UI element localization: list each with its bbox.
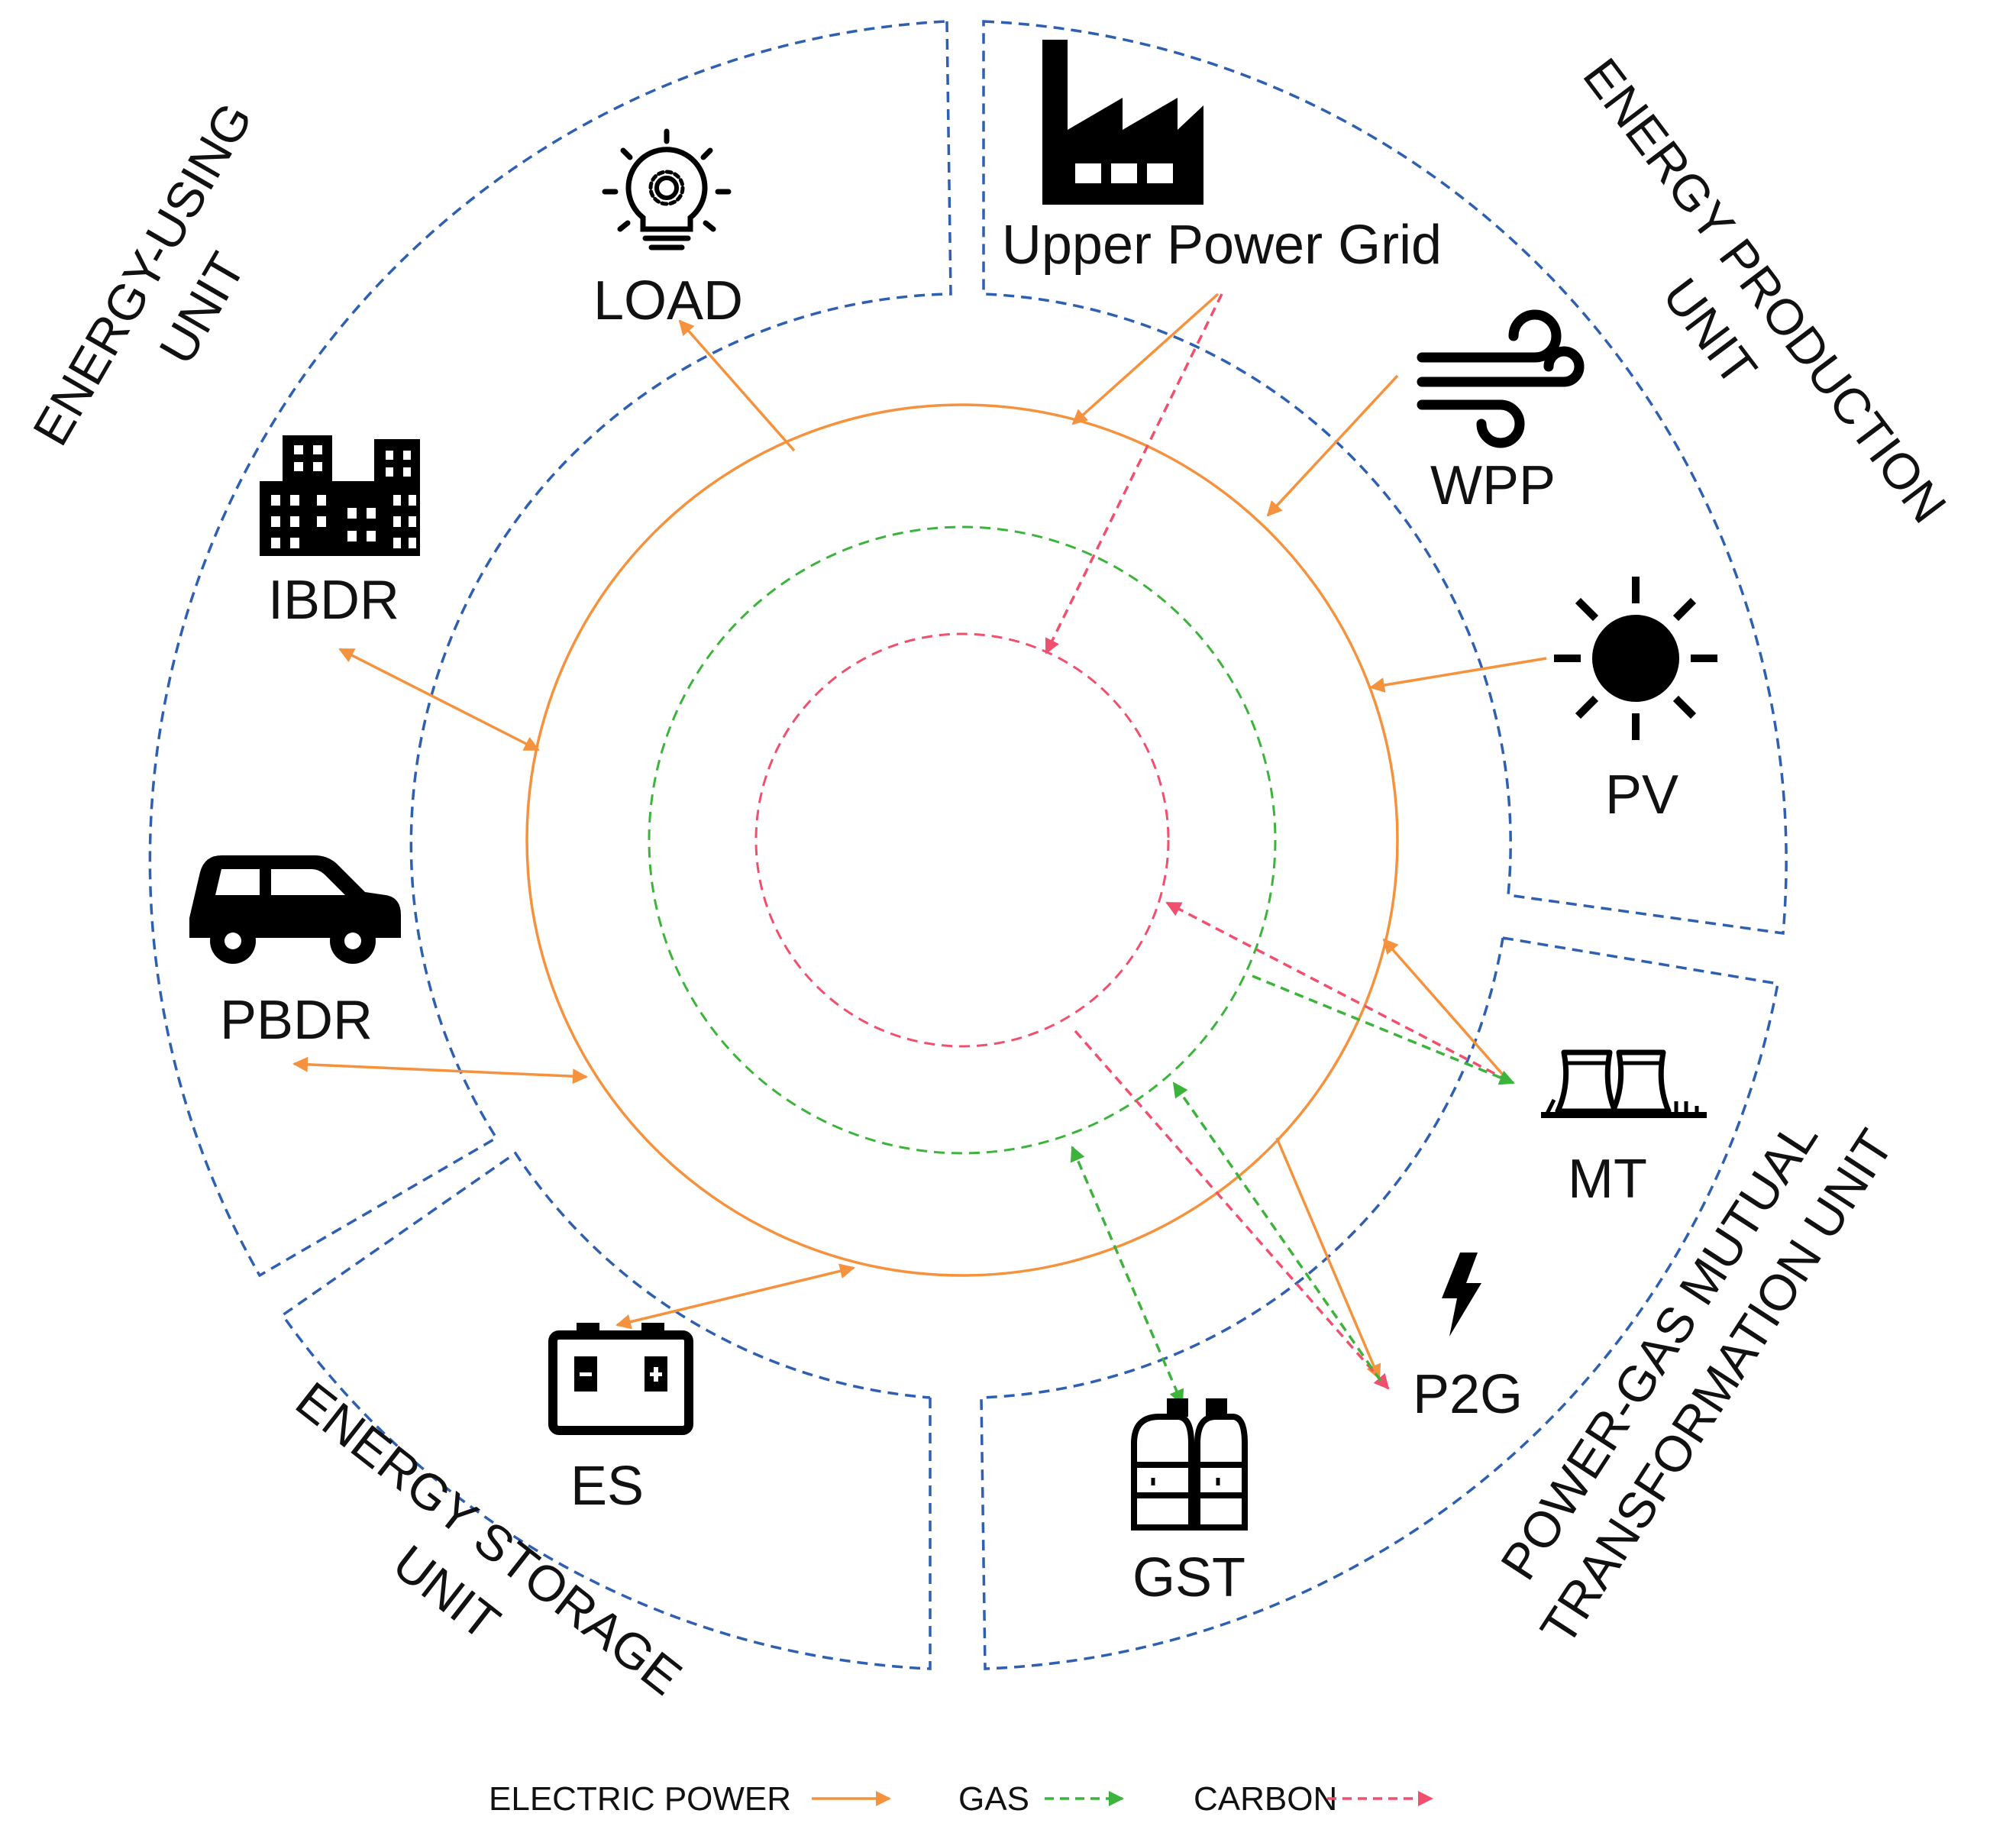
gas-to-mt-arrow (1252, 975, 1515, 1085)
energy-storage-unit-label-line1: ENERGY STORAGE (286, 1371, 692, 1705)
bus-to-p2g-arrow (1275, 1137, 1381, 1380)
pv-to-bus-arrow (1369, 657, 1547, 693)
legend-gas-label: GAS (958, 1780, 1029, 1818)
gas-bus-ring (648, 525, 1277, 1155)
pv-label: PV (1605, 764, 1678, 826)
pbdr-label: PBDR (220, 990, 373, 1051)
carbon-bus-ring (754, 632, 1170, 1048)
ibdr-label: IBDR (268, 570, 399, 631)
car-icon (189, 855, 401, 964)
factory-icon (1042, 40, 1203, 205)
power-plant-icon (1541, 1049, 1707, 1118)
buildings-icon (260, 435, 420, 556)
lightning-bolt-icon (1442, 1253, 1481, 1337)
wpp-to-bus-arrow (1266, 374, 1399, 517)
es-label: ES (570, 1456, 644, 1517)
load-label: LOAD (593, 270, 743, 331)
grid-to-carbon-arrow (1045, 293, 1223, 655)
power-gas-transformation-unit-boundary (980, 936, 1780, 1670)
gas-gst-arrow (1070, 1146, 1184, 1405)
lightbulb-icon (602, 128, 732, 251)
electric-power-bus-ring (525, 403, 1399, 1277)
grid-to-bus-arrow (1071, 293, 1220, 425)
p2g-label: P2G (1413, 1364, 1523, 1425)
wind-icon (1417, 309, 1585, 448)
sun-icon (1554, 577, 1717, 740)
ibdr-bus-arrow (338, 648, 540, 752)
mt-to-bus-arrow (1382, 938, 1510, 1082)
energy-production-unit-label-line1: ENERGY PRODUCTION (1572, 48, 1957, 533)
pbdr-bus-arrow (292, 1056, 588, 1084)
carbon-to-p2g-arrow (1074, 1030, 1390, 1390)
p2g-to-gas-arrow (1172, 1081, 1382, 1382)
gas-tank-icon (1131, 1398, 1248, 1531)
mt-to-carbon-arrow (1165, 901, 1509, 1082)
gst-label: GST (1132, 1547, 1245, 1608)
legend-electric-label: ELECTRIC POWER (489, 1780, 791, 1818)
es-bus-arrow (615, 1263, 855, 1330)
mt-label: MT (1568, 1149, 1647, 1210)
legend-carbon-label: CARBON (1194, 1780, 1337, 1818)
energy-using-unit-boundary (148, 20, 952, 1278)
wpp-label: WPP (1430, 455, 1556, 516)
load-supply-arrow (678, 319, 796, 452)
energy-production-unit-boundary (982, 20, 1788, 935)
energy-storage-unit-boundary (280, 1151, 932, 1670)
upper-power-grid-label: Upper Power Grid (1002, 215, 1442, 276)
legend: ELECTRIC POWER GAS CARBON (489, 1780, 1433, 1818)
battery-icon (548, 1323, 693, 1435)
